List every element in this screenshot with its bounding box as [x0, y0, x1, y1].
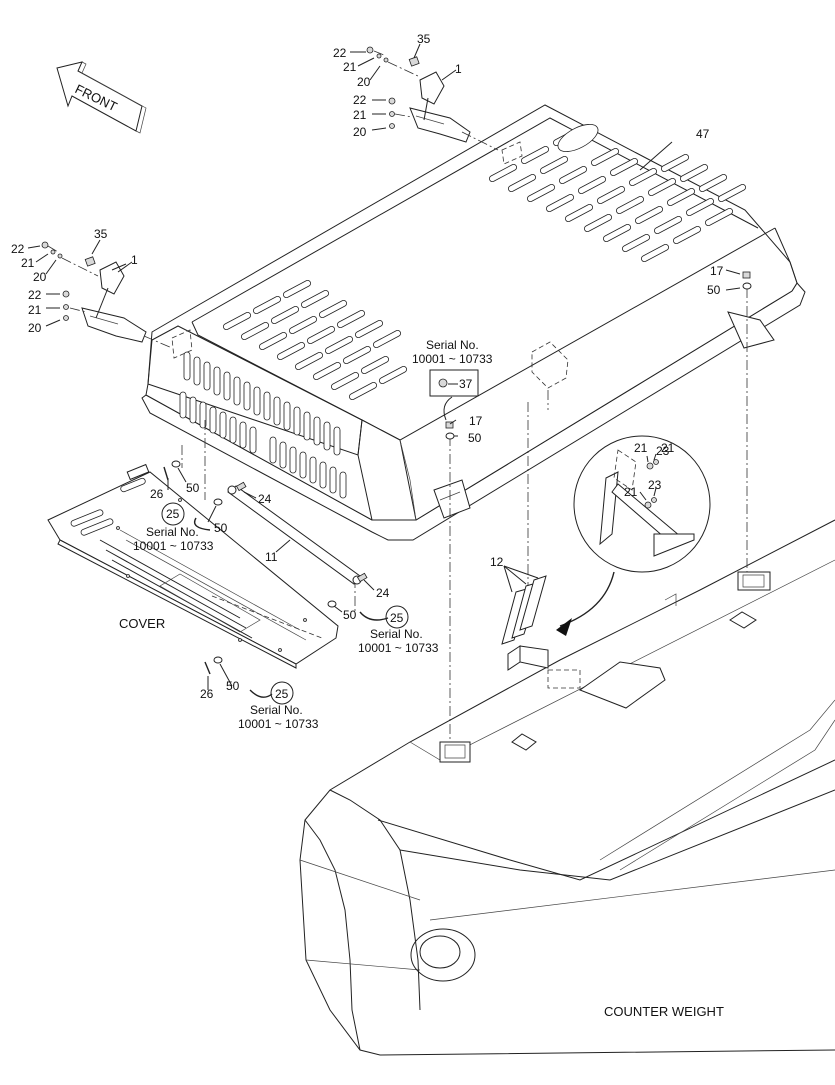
- label-37: 37: [459, 377, 473, 391]
- latch-assembly-left: [41, 241, 173, 349]
- label-21-detail-b: 21: [624, 485, 638, 499]
- label-50-c: 50: [343, 608, 357, 622]
- label-22-left-b: 22: [28, 288, 42, 302]
- center-lines: [181, 288, 748, 742]
- label-21-detail-top: 21: [634, 441, 648, 455]
- label-23-detail-top: 23: [656, 444, 670, 458]
- front-arrow: FRONT: [56, 61, 147, 134]
- label-1-left: 1: [131, 253, 138, 267]
- label-1-top: 1: [455, 62, 462, 76]
- label-50-right: 50: [707, 283, 721, 297]
- label-24-b: 24: [376, 586, 390, 600]
- serial-title-37: Serial No.: [426, 338, 479, 352]
- small-hardware: [163, 271, 752, 675]
- label-50-center: 50: [468, 431, 482, 445]
- leader-lines: [27, 43, 741, 690]
- label-22-left-a: 22: [11, 242, 25, 256]
- label-50-b: 50: [214, 521, 228, 535]
- ref-arrows: [161, 502, 409, 705]
- label-21-top-b: 21: [353, 108, 367, 122]
- gas-stays: [501, 575, 549, 671]
- engine-cover: [141, 104, 806, 541]
- label-50-d: 50: [226, 679, 240, 693]
- hinge-brackets: [439, 571, 771, 763]
- cover-hinge-front: [433, 311, 775, 519]
- label-35-top: 35: [417, 32, 431, 46]
- label-17-right: 17: [710, 264, 724, 278]
- label-35-left: 35: [94, 227, 108, 241]
- label-50-a: 50: [186, 481, 200, 495]
- serial-title-a: Serial No.: [146, 525, 199, 539]
- cover-plate: [47, 463, 339, 669]
- label-22-top-b: 22: [353, 93, 367, 107]
- stay-rod: [227, 481, 368, 585]
- label-20-left-a: 20: [33, 270, 47, 284]
- label-21-detail-a: 21: [661, 441, 675, 455]
- serial-range-b: 10001 ~ 10733: [358, 641, 439, 655]
- label-25-b: 25: [390, 611, 404, 625]
- label-20-left-b: 20: [28, 321, 42, 335]
- counter-weight-label: COUNTER WEIGHT: [604, 1004, 724, 1019]
- top-louvers: [489, 124, 746, 263]
- serial-range-37: 10001 ~ 10733: [412, 352, 493, 366]
- label-21-left-b: 21: [28, 303, 42, 317]
- side-louvers: [179, 351, 347, 499]
- label-47: 47: [696, 127, 710, 141]
- part-labels: 47 35 1 22 21 20 22 21 20 35 1 22 21 20 …: [11, 32, 724, 1019]
- serial-range-c: 10001 ~ 10733: [238, 717, 319, 731]
- counter-weight: [299, 519, 835, 1056]
- label-21-left-a: 21: [21, 256, 35, 270]
- label-26-a: 26: [150, 487, 164, 501]
- label-11: 11: [265, 550, 278, 564]
- detail-callout: [556, 435, 711, 636]
- latch-assembly-top: [366, 46, 499, 151]
- label-21-top-a: 21: [343, 60, 357, 74]
- label-26-b: 26: [200, 687, 214, 701]
- label-24-a: 24: [258, 492, 272, 506]
- label-20-top-a: 20: [357, 75, 371, 89]
- label-20-top-b: 20: [353, 125, 367, 139]
- label-25-c: 25: [275, 687, 289, 701]
- label-17-center: 17: [469, 414, 483, 428]
- label-22-top-a: 22: [333, 46, 347, 60]
- top-louvers-left: [223, 279, 407, 401]
- serial-title-c: Serial No.: [250, 703, 303, 717]
- serial-range-a: 10001 ~ 10733: [133, 539, 214, 553]
- label-25-a: 25: [166, 507, 180, 521]
- label-12: 12: [490, 555, 504, 569]
- serial-title-b: Serial No.: [370, 627, 423, 641]
- serial-37-box: [429, 369, 479, 421]
- label-23-detail-b: 23: [648, 478, 662, 492]
- cover-label: COVER: [119, 616, 165, 631]
